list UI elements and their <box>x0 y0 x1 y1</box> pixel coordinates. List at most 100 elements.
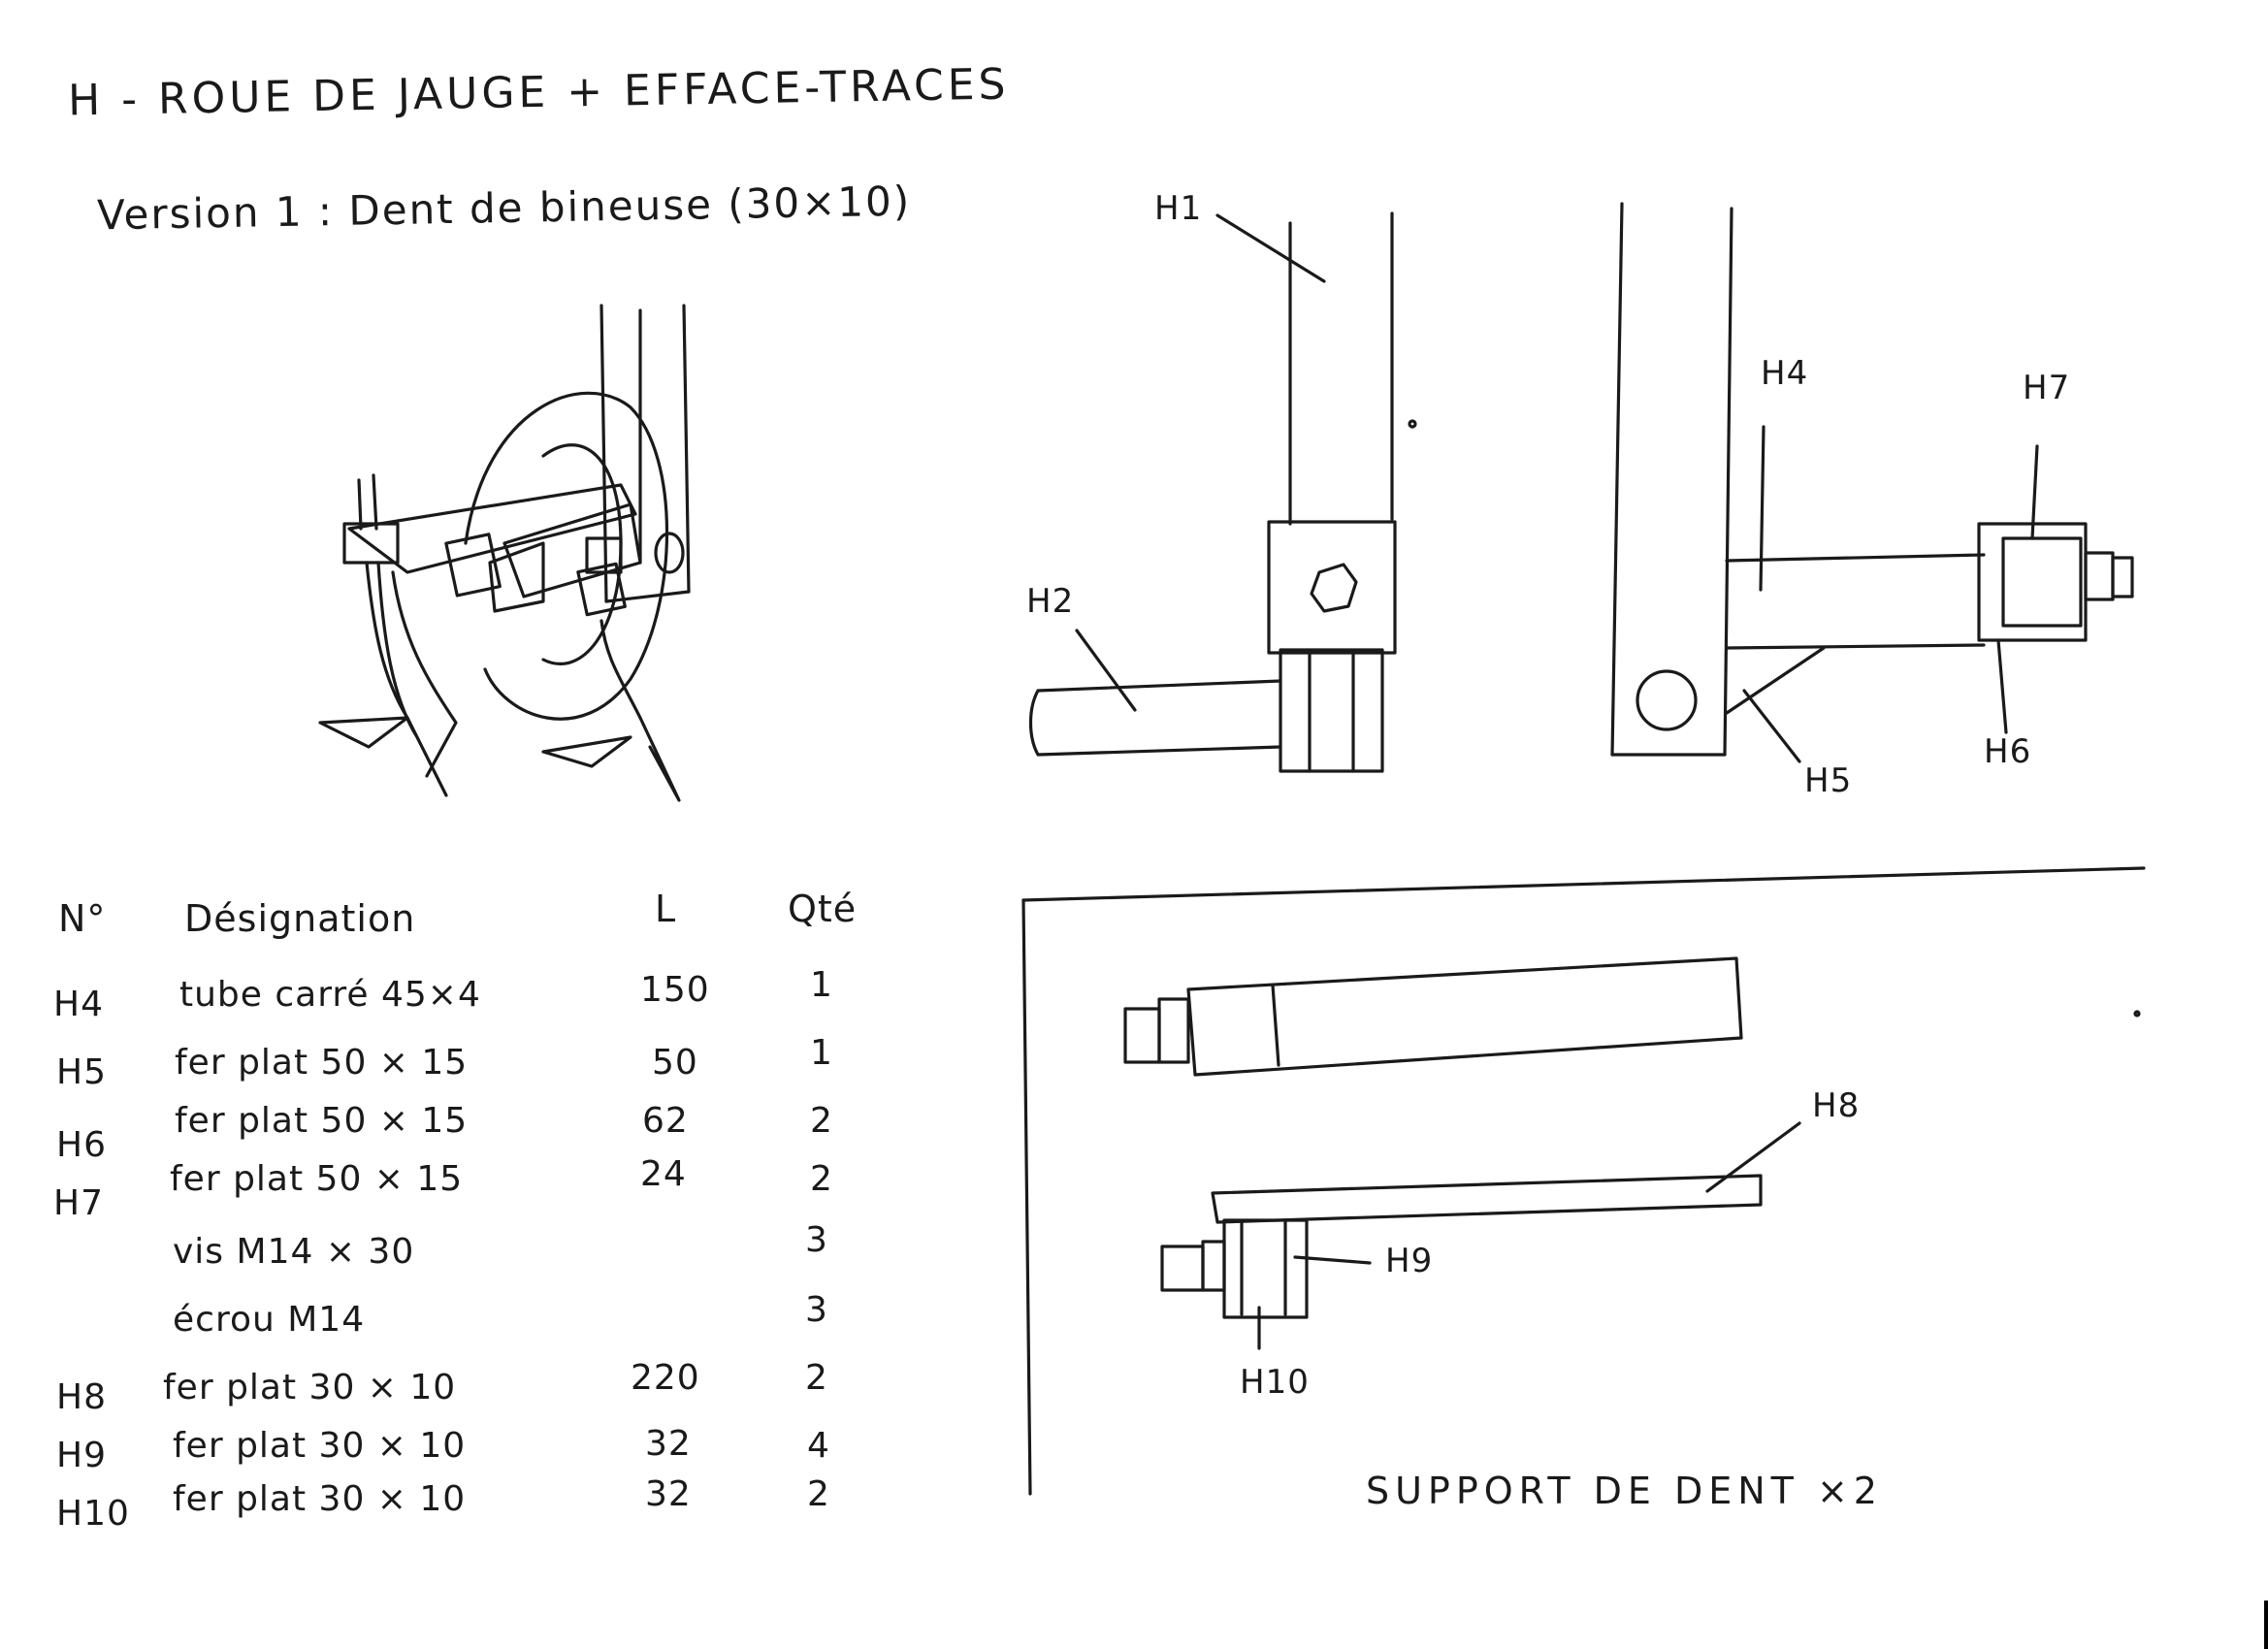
perspective-assembly-sketch <box>318 304 691 802</box>
row-no: H7 <box>53 1183 104 1223</box>
label-h10: H10 <box>1240 1363 1310 1402</box>
label-h6: H6 <box>1984 732 2032 771</box>
bottom-bolt <box>1160 1245 1205 1292</box>
dot-mark-right <box>2133 1010 2141 1018</box>
table-header-no: N° <box>58 897 107 940</box>
clamp-block <box>1267 520 1397 655</box>
support-box-sketch <box>1021 866 2146 1496</box>
row-designation: écrou M14 <box>173 1300 366 1340</box>
side-view-sketch <box>1028 211 1417 773</box>
row-designation: fer plat 30 × 10 <box>163 1368 457 1407</box>
frame-tube-left-edge <box>599 304 608 603</box>
bottom-nut <box>1201 1240 1226 1292</box>
row-qty: 3 <box>805 1290 828 1330</box>
h2-tube <box>1028 679 1282 757</box>
top-bar-divider <box>1271 984 1280 1067</box>
scan-edge-mark <box>2264 1600 2268 1649</box>
vertical-tube-right <box>1723 207 1733 757</box>
tine-right <box>599 619 681 802</box>
label-h1: H1 <box>1154 189 1203 228</box>
h7-leader <box>2030 444 2039 540</box>
row-designation: fer plat 30 × 10 <box>173 1479 467 1519</box>
h6-plate <box>1977 522 2088 642</box>
tine-left-top <box>357 478 363 531</box>
row-qty: 2 <box>810 1101 833 1141</box>
row-length: 24 <box>640 1154 687 1194</box>
row-qty: 2 <box>807 1474 830 1514</box>
row-no: H6 <box>56 1125 107 1165</box>
row-qty: 4 <box>807 1426 830 1466</box>
row-length: 62 <box>642 1101 689 1141</box>
row-no: H10 <box>56 1494 130 1534</box>
tine-clamp-right <box>585 536 623 574</box>
h4-leader <box>1759 425 1766 592</box>
tine-center <box>391 570 458 778</box>
frame-tube-right-edge <box>682 304 691 594</box>
row-qty: 1 <box>810 965 833 1005</box>
row-designation: fer plat 50 × 15 <box>175 1043 469 1083</box>
row-qty: 2 <box>810 1159 833 1199</box>
row-no: H9 <box>56 1436 107 1475</box>
label-h5: H5 <box>1804 761 1853 800</box>
h4-arm-bottom <box>1725 643 1986 650</box>
h8-leader <box>1705 1121 1801 1193</box>
tine-left-foot <box>318 716 409 749</box>
box-left-border <box>1021 898 1032 1496</box>
table-header-length: L <box>655 888 677 930</box>
table-header-designation: Désignation <box>184 897 416 940</box>
h8-bar <box>1211 1174 1763 1224</box>
top-bolt <box>1123 1007 1161 1064</box>
row-qty: 1 <box>810 1033 833 1073</box>
bolt-end <box>2111 556 2134 598</box>
row-designation: fer plat 30 × 10 <box>173 1426 467 1466</box>
label-h7: H7 <box>2023 369 2071 407</box>
row-length: 32 <box>645 1474 692 1514</box>
lower-block <box>1279 648 1384 773</box>
clamp-block-front <box>488 541 545 613</box>
bolt-head <box>1310 563 1358 613</box>
label-h9: H9 <box>1385 1242 1434 1280</box>
nut-right <box>2084 551 2115 601</box>
cross-bar <box>347 483 637 574</box>
pivot-hole <box>1636 669 1698 731</box>
row-no: H4 <box>53 985 104 1024</box>
row-qty: 3 <box>805 1220 828 1260</box>
gauge-wheel-tire <box>464 391 669 721</box>
h9-block <box>1222 1218 1309 1319</box>
tine-clamp-left <box>342 522 400 565</box>
tine-left-top-b <box>372 473 378 531</box>
table-header-qty: Qté <box>788 888 858 930</box>
row-no: H5 <box>56 1052 107 1092</box>
row-length: 220 <box>631 1358 700 1398</box>
dot-mark <box>1408 419 1417 429</box>
frame-hole <box>654 532 685 574</box>
label-h4: H4 <box>1761 354 1809 393</box>
gauge-wheel-rim <box>541 443 623 665</box>
label-h2: H2 <box>1026 582 1075 621</box>
row-designation: tube carré 45×4 <box>179 975 481 1015</box>
h7-block <box>2001 536 2083 628</box>
cross-bar-front <box>502 502 642 598</box>
row-designation: vis M14 × 30 <box>173 1232 415 1272</box>
box-top-border <box>1021 866 2146 902</box>
right-view-sketch <box>1610 202 2134 763</box>
row-length: 150 <box>640 970 710 1010</box>
row-length: 32 <box>645 1424 692 1464</box>
top-bar <box>1186 956 1743 1077</box>
top-nut <box>1157 997 1190 1064</box>
h6-leader <box>1996 638 2008 734</box>
h1-leader <box>1215 213 1326 283</box>
tine-right-foot <box>541 735 632 768</box>
row-designation: fer plat 50 × 15 <box>170 1159 464 1199</box>
clamp-block-right <box>576 562 627 617</box>
row-designation: fer plat 50 × 15 <box>175 1101 469 1141</box>
row-qty: 2 <box>805 1358 828 1398</box>
h4-arm-top <box>1725 553 1986 563</box>
support-caption: SUPPORT DE DENT ×2 <box>1366 1470 1883 1512</box>
h5-leader <box>1742 689 1801 763</box>
h9-leader <box>1293 1255 1372 1265</box>
h5-gusset <box>1725 646 1826 715</box>
vertical-tube-left <box>1610 202 1624 757</box>
frame-tube-bottom <box>604 590 691 603</box>
